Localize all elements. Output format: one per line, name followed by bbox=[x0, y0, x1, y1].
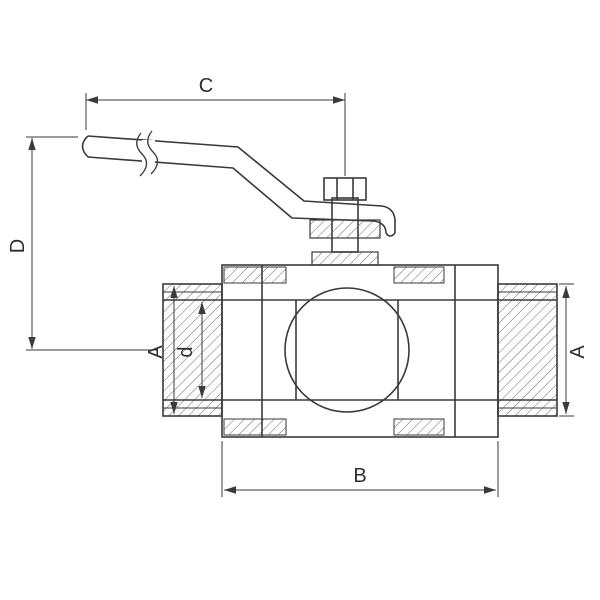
label-A-left: A bbox=[145, 345, 167, 359]
handle-grip-end bbox=[81, 135, 89, 158]
stem-assembly bbox=[309, 177, 381, 266]
right-thread-end bbox=[497, 283, 558, 417]
label-d: d bbox=[175, 346, 197, 357]
stem-hex-nut bbox=[323, 177, 367, 201]
ball bbox=[284, 287, 410, 413]
label-B: B bbox=[353, 465, 366, 487]
label-A-right: A bbox=[567, 345, 589, 359]
valve-body bbox=[162, 264, 558, 438]
lever-handle bbox=[81, 130, 396, 237]
label-C: C bbox=[199, 75, 213, 97]
dimension-lines bbox=[26, 93, 574, 497]
break-symbol bbox=[136, 130, 159, 177]
dimension-labels: C D A d A B bbox=[7, 75, 589, 487]
label-D: D bbox=[7, 239, 29, 253]
